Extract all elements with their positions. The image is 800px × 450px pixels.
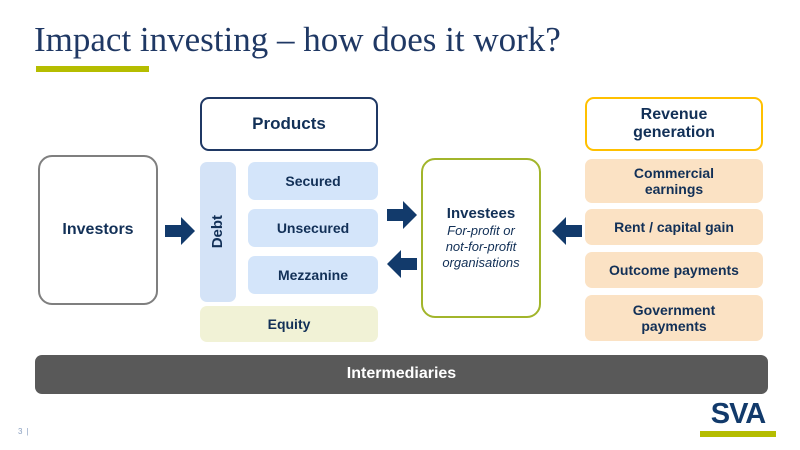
arrow-left-icon-investees-to-products [387,250,417,278]
product-box-unsecured[interactable]: Unsecured [248,209,378,247]
revenue-item-1-line-2: earnings [644,181,704,197]
page-title: Impact investing – how does it work? [34,20,561,59]
revenue-header-line-1: Revenue [640,105,708,123]
sva-logo: SVA [700,400,776,437]
revenue-item-2-line-1: Rent / capital gain [614,218,734,235]
product-box-secured[interactable]: Secured [248,162,378,200]
revenue-item-1-line-1: Commercial [633,164,715,181]
product-label-secured: Secured [285,172,341,189]
arrow-right-icon-products-to-investees [387,201,417,229]
page-number: 3 | [18,427,30,436]
debt-label: Debt [209,215,227,249]
product-box-mezzanine[interactable]: Mezzanine [248,256,378,294]
revenue-generation-header-box[interactable]: Revenue generation [585,97,763,151]
products-header-label: Products [252,114,326,134]
revenue-item-4-line-1: Government [632,301,716,318]
arrow-right-icon-investors-to-products [165,217,195,245]
investors-label: Investors [62,220,134,238]
investees-subtitle-line-2: not-for-profit [445,238,517,254]
arrow-left-icon-revenue-to-investees [552,217,582,245]
revenue-item-commercial-earnings[interactable]: Commercial earnings [585,159,763,203]
revenue-header-line-2: generation [633,124,715,141]
sva-logo-accent-bar [700,431,776,437]
products-header-box[interactable]: Products [200,97,378,151]
revenue-item-government-payments[interactable]: Government payments [585,295,763,341]
debt-column-box[interactable]: Debt [200,162,236,302]
investees-subtitle-line-3: organisations [442,255,520,271]
product-label-mezzanine: Mezzanine [277,266,348,283]
revenue-item-3-line-1: Outcome payments [609,261,739,278]
revenue-item-rent-capital-gain[interactable]: Rent / capital gain [585,209,763,245]
intermediaries-bar[interactable]: Intermediaries [35,355,768,394]
intermediaries-label: Intermediaries [346,365,457,383]
investees-title: Investees [446,204,516,222]
investees-subtitle-line-1: For-profit or [447,222,515,238]
revenue-item-4-line-2: payments [641,318,707,334]
investees-box[interactable]: Investees For-profit or not-for-profit o… [421,158,541,318]
investors-box[interactable]: Investors [38,155,158,305]
sva-logo-text: SVA [710,398,766,430]
title-underline-accent [36,66,149,72]
product-label-equity: Equity [267,315,311,332]
product-label-unsecured: Unsecured [276,219,350,236]
revenue-item-outcome-payments[interactable]: Outcome payments [585,252,763,288]
product-box-equity[interactable]: Equity [200,306,378,342]
